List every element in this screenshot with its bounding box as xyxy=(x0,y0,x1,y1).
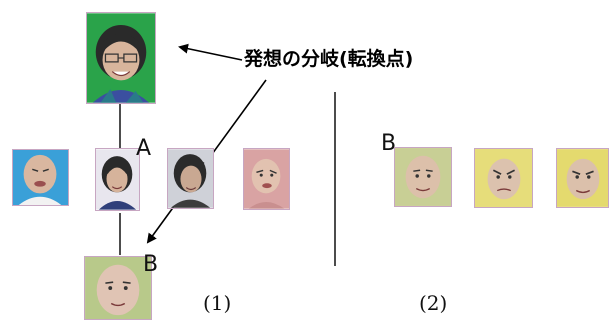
right-face-photo-1 xyxy=(394,147,452,207)
row-face-photo-2 xyxy=(95,148,140,211)
arrow-to-top-photo xyxy=(178,43,243,61)
row-face-photo-3 xyxy=(167,148,214,209)
label-a: A xyxy=(136,136,152,161)
bottom-face-photo xyxy=(84,256,152,320)
row-face-photo-4 xyxy=(243,148,290,210)
callout-label: 発想の分岐(転換点) xyxy=(244,48,414,70)
right-face-photo-3 xyxy=(556,148,609,208)
row-face-photo-1 xyxy=(12,149,69,206)
caption-left: (1) xyxy=(203,291,232,315)
label-b-right: B xyxy=(381,131,397,156)
top-face-photo xyxy=(86,12,156,104)
right-face-photo-2 xyxy=(474,148,533,208)
label-b-left: B xyxy=(143,252,159,277)
caption-right: (2) xyxy=(419,291,448,315)
